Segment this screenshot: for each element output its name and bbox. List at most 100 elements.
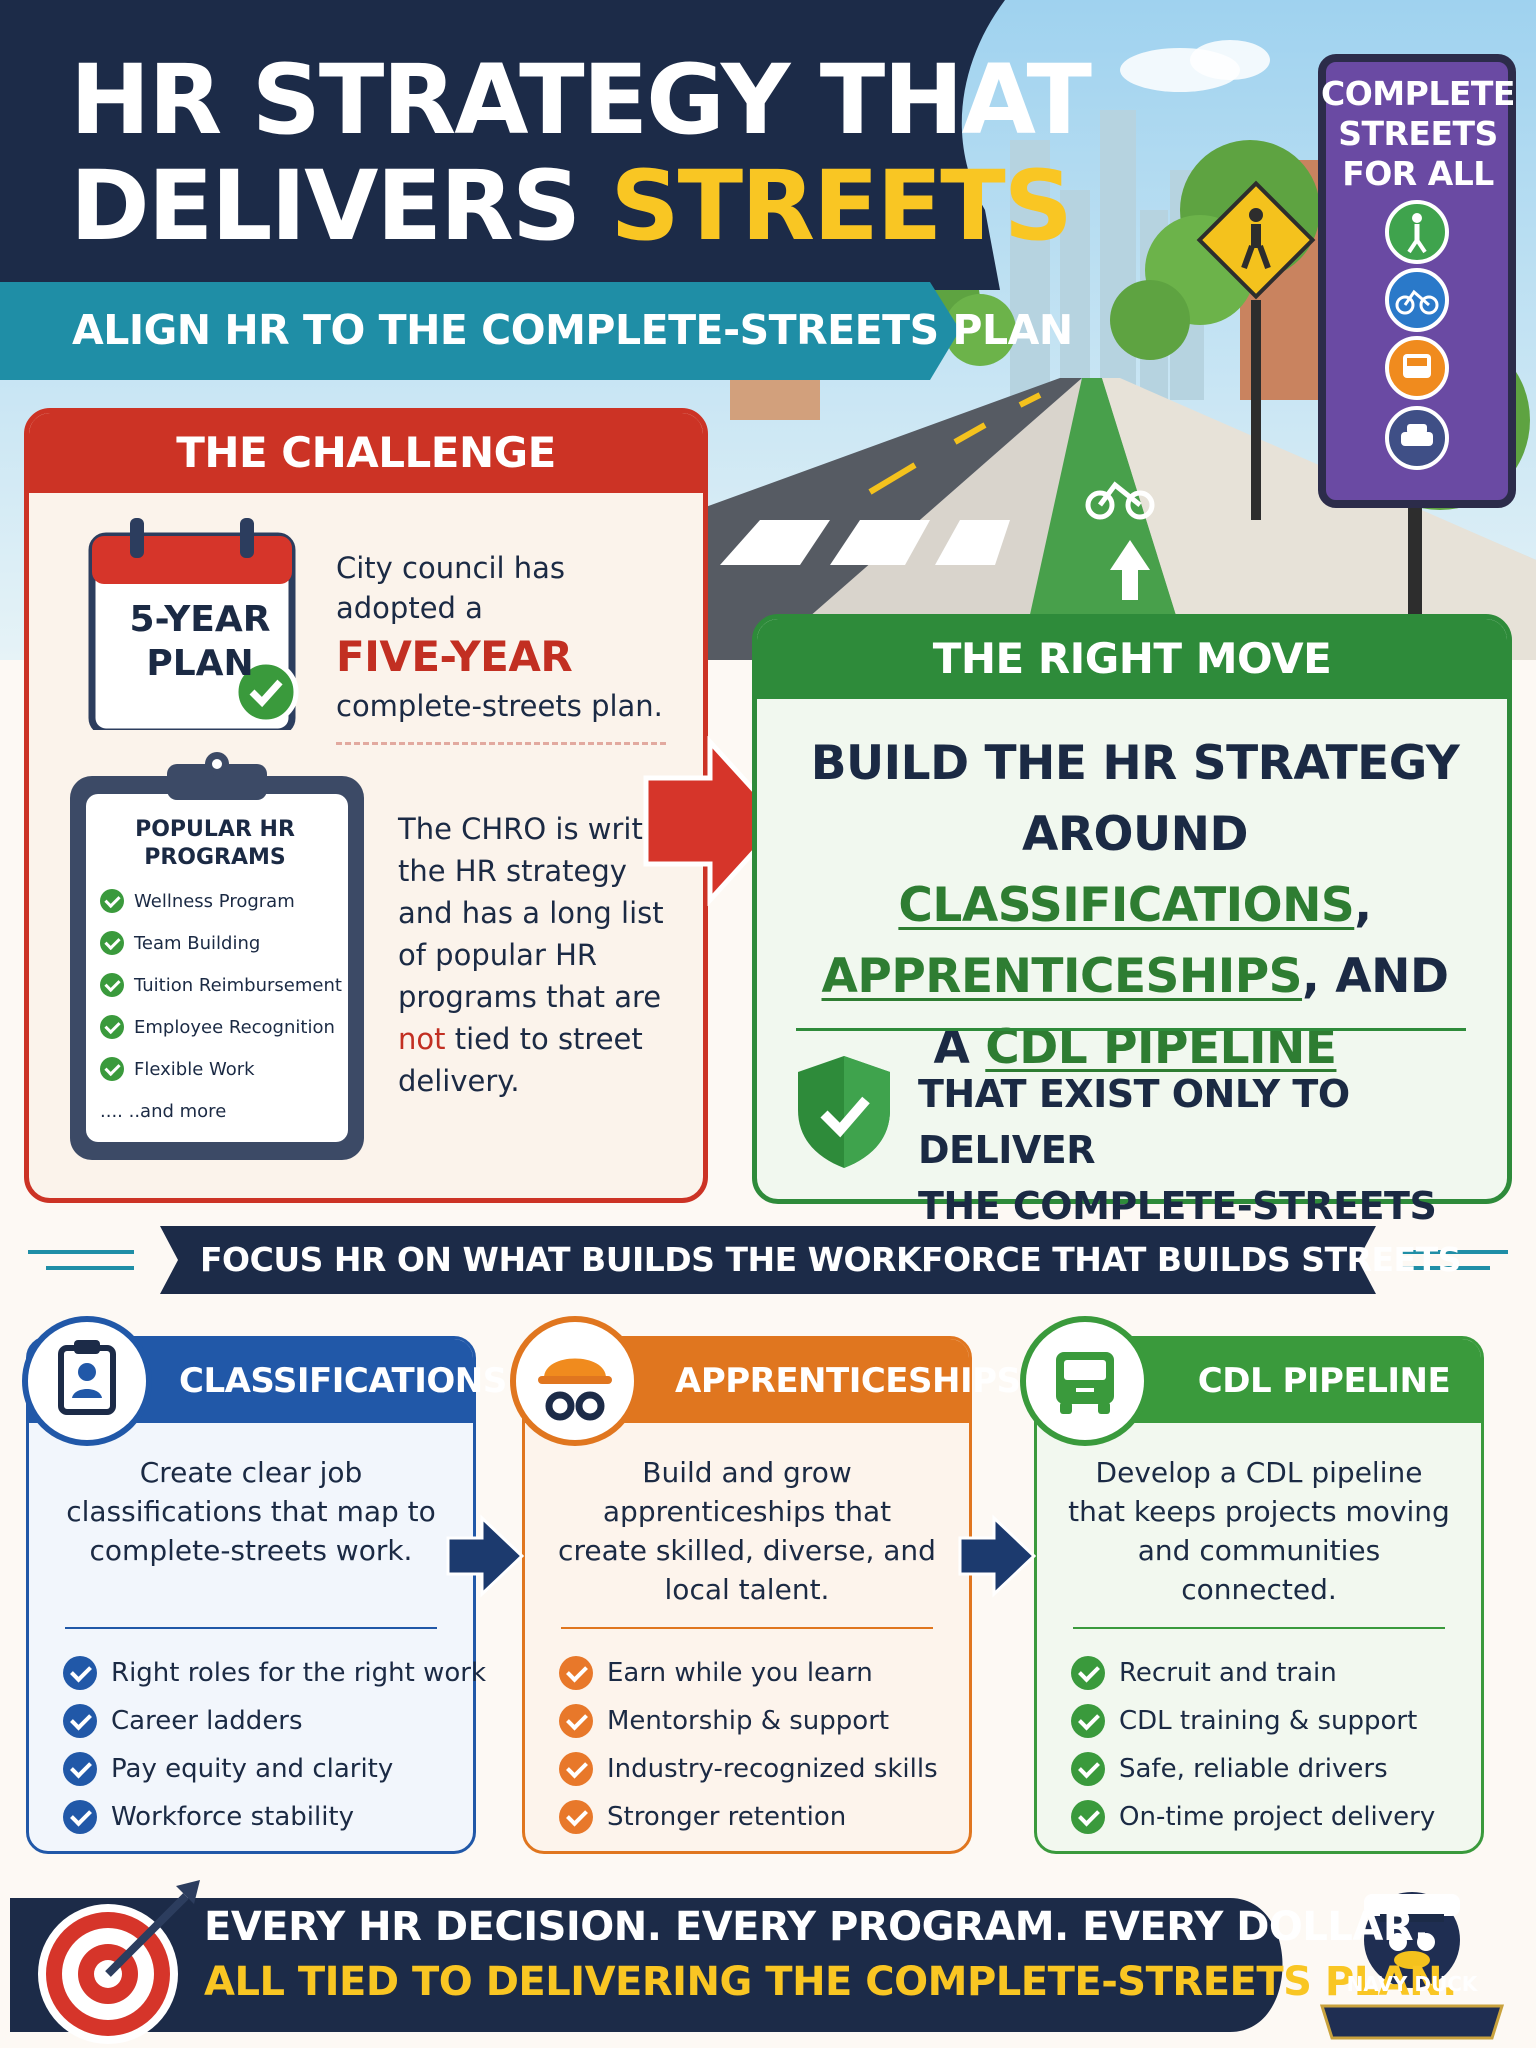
challenge-heading: THE CHALLENGE <box>176 428 556 477</box>
right-arrow-icon <box>643 736 786 906</box>
list-item: Safe, reliable drivers <box>1071 1745 1435 1793</box>
plan-highlight: FIVE-YEAR <box>336 632 573 681</box>
program-label: Wellness Program <box>134 890 295 912</box>
list-item: Right roles for the right work <box>63 1649 486 1697</box>
card-benefits-list: Earn while you learn Mentorship & suppor… <box>559 1649 938 1841</box>
check-icon <box>63 1800 97 1834</box>
check-icon <box>100 973 124 997</box>
card-description: Create clear job classifications that ma… <box>66 1456 436 1567</box>
check-icon <box>1071 1752 1105 1786</box>
keyword-apprenticeships: APPRENTICESHIPS <box>821 949 1303 1004</box>
program-label: Employee Recognition <box>134 1016 335 1038</box>
list-item-label: Industry-recognized skills <box>607 1754 938 1784</box>
right-move-heading: THE RIGHT MOVE <box>932 634 1332 683</box>
subtitle: ALIGN HR TO THE COMPLETE-STREETS PLAN <box>72 306 1073 354</box>
list-item-label: Stronger retention <box>607 1802 847 1832</box>
list-item: CDL training & support <box>1071 1697 1435 1745</box>
check-icon <box>63 1704 97 1738</box>
calendar-label: 5-YEAR PLAN <box>110 598 290 686</box>
card-benefits-list: Recruit and train CDL training & support… <box>1071 1649 1435 1841</box>
list-item: Industry-recognized skills <box>559 1745 938 1793</box>
check-icon <box>63 1656 97 1690</box>
next-arrow-icon <box>958 1514 1037 1598</box>
title-line-1: HR STRATEGY THAT <box>70 44 1092 156</box>
focus-banner-text: FOCUS HR ON WHAT BUILDS THE WORKFORCE TH… <box>200 1240 1461 1279</box>
card-title: CLASSIFICATIONS <box>179 1361 507 1401</box>
list-item: Stronger retention <box>559 1793 938 1841</box>
divider <box>336 742 666 745</box>
list-item-label: CDL training & support <box>1119 1706 1418 1736</box>
complete-streets-sign: COMPLETE STREETS FOR ALL <box>1318 74 1518 194</box>
program-more-label: .... ..and more <box>100 1100 227 1122</box>
list-item: Mentorship & support <box>559 1697 938 1745</box>
pedestrian-icon <box>1385 200 1449 264</box>
plan-text: City council has adopted a <box>336 551 566 625</box>
list-item-label: Earn while you learn <box>607 1658 873 1688</box>
clipboard-title-line: POPULAR HR <box>135 817 295 842</box>
bicycle-icon <box>1385 268 1449 332</box>
program-label: Flexible Work <box>134 1058 255 1080</box>
chro-description: The CHRO is writing the HR strategy and … <box>398 808 688 1102</box>
footer-banner <box>10 1880 1505 2044</box>
challenge-header: THE CHALLENGE <box>29 413 703 493</box>
right-move-statement: BUILD THE HR STRATEGY AROUND CLASSIFICAT… <box>790 728 1480 1083</box>
program-label: Tuition Reimbursement <box>134 974 342 996</box>
footer-line-1: EVERY HR DECISION. EVERY PROGRAM. EVERY … <box>204 1904 1429 1950</box>
list-item-label: Recruit and train <box>1119 1658 1337 1688</box>
calendar-icon <box>88 518 299 730</box>
title-line-2: DELIVERS STREETS <box>70 150 1073 262</box>
list-item-label: Workforce stability <box>111 1802 355 1832</box>
check-icon <box>1071 1704 1105 1738</box>
sign-line: FOR ALL <box>1342 154 1494 193</box>
shield-check-icon <box>798 1056 890 1168</box>
chro-text: tied to street delivery. <box>398 1022 643 1098</box>
calendar-label-line: PLAN <box>146 643 254 684</box>
list-item: Pay equity and clarity <box>63 1745 486 1793</box>
program-label: Team Building <box>134 932 261 954</box>
sign-line: COMPLETE <box>1321 74 1515 113</box>
statement-line: AROUND CLASSIFICATIONS, <box>898 807 1372 933</box>
list-item-label: Right roles for the right work <box>111 1658 487 1688</box>
card-title: CDL PIPELINE <box>1197 1361 1451 1401</box>
list-item-label: Safe, reliable drivers <box>1119 1754 1388 1784</box>
check-icon <box>100 889 124 913</box>
card-description: Develop a CDL pipeline that keeps projec… <box>1068 1456 1450 1606</box>
hardhat-gears-icon <box>510 1316 640 1446</box>
keyword-classifications: CLASSIFICATIONS <box>898 878 1355 933</box>
check-icon <box>63 1752 97 1786</box>
clipboard-icon <box>70 752 364 1160</box>
clipboard-person-icon <box>22 1316 152 1446</box>
title-highlight: STREETS <box>610 150 1073 262</box>
check-icon <box>559 1704 593 1738</box>
card-benefits-list: Right roles for the right work Career la… <box>63 1649 486 1841</box>
program-item: Team Building <box>100 922 350 964</box>
check-icon <box>559 1656 593 1690</box>
condition-line: THAT EXIST ONLY TO DELIVER <box>918 1072 1350 1172</box>
calendar-label-line: 5-YEAR <box>129 599 271 640</box>
check-icon <box>1071 1800 1105 1834</box>
check-icon <box>100 931 124 955</box>
program-item: Tuition Reimbursement <box>100 964 350 1006</box>
program-item: Employee Recognition <box>100 1006 350 1048</box>
focus-banner <box>28 1226 1508 1294</box>
list-item: Career ladders <box>63 1697 486 1745</box>
program-item: Flexible Work <box>100 1048 350 1090</box>
program-item: Wellness Program <box>100 880 350 922</box>
target-arrow-icon <box>38 1880 200 2044</box>
chro-text: The CHRO is writing the HR strategy and … <box>398 812 688 1014</box>
truck-icon <box>1020 1316 1150 1446</box>
plan-text: complete-streets plan. <box>336 689 663 723</box>
check-icon <box>100 1015 124 1039</box>
list-item: Workforce stability <box>63 1793 486 1841</box>
clipboard-title-line: PROGRAMS <box>144 845 286 870</box>
card-description: Build and grow apprenticeships that crea… <box>558 1456 936 1606</box>
program-more: .... ..and more <box>100 1090 350 1132</box>
plan-description: City council has adopted a FIVE-YEAR com… <box>336 548 676 726</box>
clipboard-title: POPULAR HR PROGRAMS <box>86 816 344 872</box>
right-move-header: THE RIGHT MOVE <box>757 619 1507 699</box>
list-item-label: On-time project delivery <box>1119 1802 1436 1832</box>
navy-duck-mascot <box>1319 1892 1505 2040</box>
list-item: Recruit and train <box>1071 1649 1435 1697</box>
bus-icon <box>1385 336 1449 400</box>
list-item-label: Career ladders <box>111 1706 303 1736</box>
